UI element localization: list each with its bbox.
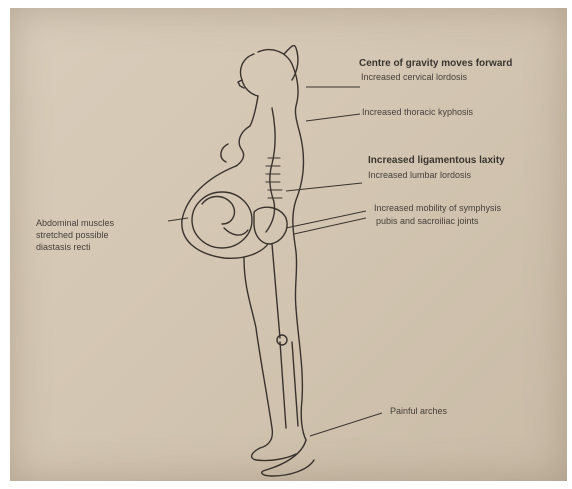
- label-symphysis-mobility-1: Increased mobility of symphysis: [374, 203, 501, 214]
- fetus-limb: [224, 228, 248, 235]
- knee-joint: [277, 335, 287, 345]
- label-abdominal-2: stretched possible: [36, 230, 109, 241]
- pregnant-figure-illustration: [10, 8, 567, 481]
- label-ligamentous-laxity: Increased ligamentous laxity: [368, 155, 505, 166]
- tibia: [280, 342, 286, 428]
- label-painful-arches: Painful arches: [390, 406, 447, 417]
- label-centre-of-gravity: Centre of gravity moves forward: [359, 58, 512, 69]
- head-outline: [241, 54, 259, 96]
- fetus-head: [202, 197, 234, 225]
- fetus-outline: [192, 192, 252, 248]
- front-leg: [244, 258, 272, 448]
- breast: [221, 144, 228, 162]
- hair: [258, 50, 300, 134]
- pregnant-belly: [182, 166, 268, 258]
- back-foot: [262, 440, 314, 476]
- diagram-photo: Centre of gravity moves forward Increase…: [10, 8, 567, 481]
- front-torso: [236, 96, 258, 166]
- vertebrae: [266, 158, 282, 198]
- label-symphysis-mobility-2: pubis and sacroiliac joints: [376, 216, 479, 227]
- label-abdominal-1: Abdominal muscles: [36, 218, 114, 229]
- back-outline: [293, 134, 304, 308]
- fibula: [292, 342, 298, 426]
- spine: [266, 108, 275, 232]
- femur: [272, 244, 280, 338]
- front-foot: [252, 448, 296, 461]
- label-cervical-lordosis: Increased cervical lordosis: [361, 72, 467, 83]
- label-lumbar-lordosis: Increased lumbar lordosis: [368, 170, 471, 181]
- label-abdominal-3: diastasis recti: [36, 242, 91, 253]
- label-thoracic-kyphosis: Increased thoracic kyphosis: [362, 107, 473, 118]
